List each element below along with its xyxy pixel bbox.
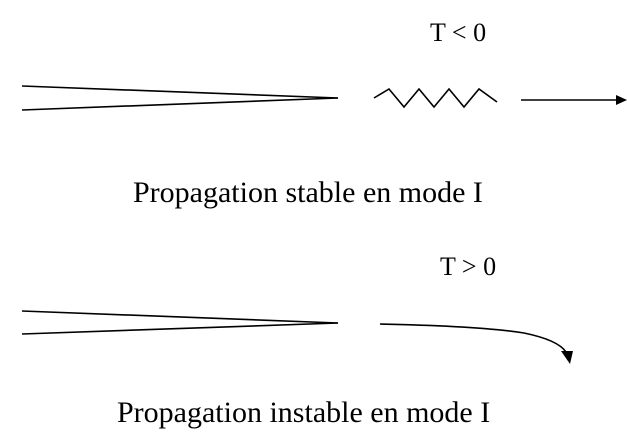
unstable-propagation-panel: T > 0 Propagation instable en mode I <box>0 230 627 445</box>
crack-wedge <box>21 310 339 335</box>
unstable-propagation-drawing <box>21 310 573 364</box>
caption-unstable: Propagation instable en mode I <box>117 396 491 429</box>
condition-label-t-negative: T < 0 <box>430 18 487 47</box>
condition-label-t-positive: T > 0 <box>440 252 497 281</box>
straight-propagation-arrow <box>521 95 627 105</box>
zigzag-crack-path <box>373 87 498 109</box>
curved-propagation-arrow <box>379 323 573 364</box>
stable-propagation-drawing <box>21 85 627 111</box>
crack-wedge <box>21 85 339 111</box>
stable-propagation-panel: T < 0 Propagation stable en mode I <box>21 18 627 209</box>
caption-stable: Propagation stable en mode I <box>133 176 483 209</box>
